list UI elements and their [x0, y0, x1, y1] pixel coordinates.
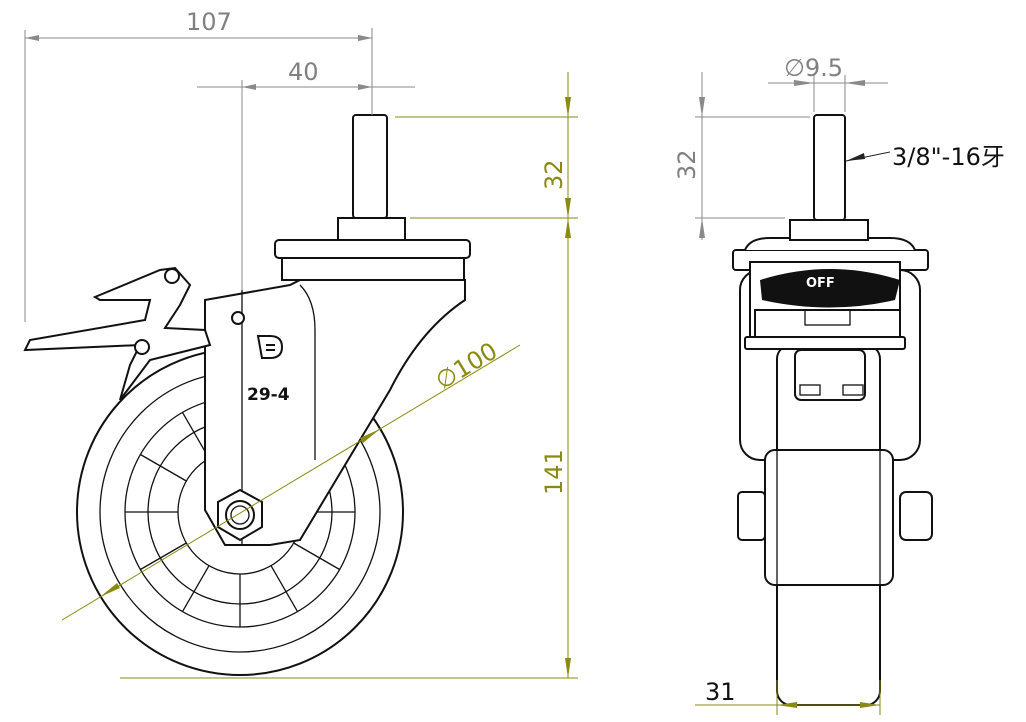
front-view: OFF [732, 114, 933, 706]
stem-nut [337, 217, 406, 241]
fork [204, 279, 466, 546]
dim-label-32-front: 32 [673, 149, 701, 180]
brake-off-label: OFF [806, 276, 835, 291]
dim-label-31: 31 [705, 678, 736, 706]
brake-lever [23, 266, 212, 401]
axle-nut-left [737, 491, 766, 541]
thread-spec-label: 3/8"-16牙 [892, 143, 1005, 171]
dim-label-141: 141 [540, 449, 568, 495]
wheel-spoke [140, 542, 187, 571]
stem [352, 114, 388, 219]
side-view: 29-4 [23, 114, 471, 676]
axle-bolt [217, 488, 263, 542]
front-stem [813, 114, 846, 221]
swivel-plate [274, 239, 471, 281]
dim-height: 141 [120, 449, 578, 679]
dim-front-stem-length: 32 [673, 72, 810, 240]
dim-label-107: 107 [186, 8, 232, 36]
wheel-spoke [181, 565, 210, 612]
axle-nut-right [899, 491, 933, 541]
dim-overall-width: 107 [24, 8, 373, 322]
wheel-spoke [140, 453, 187, 482]
dim-label-9-5: ∅9.5 [784, 54, 843, 82]
dim-stem-diameter: ∅9.5 [768, 54, 888, 112]
dim-stem-length: 32 [395, 72, 578, 678]
rivet [231, 311, 245, 325]
dim-offset: 40 [197, 58, 415, 290]
model-code: 29-4 [247, 385, 290, 405]
front-stem-nut [789, 219, 869, 241]
wheel-spoke [270, 565, 299, 612]
dim-label-40: 40 [288, 58, 319, 86]
dim-label-100: ∅100 [431, 337, 503, 395]
thread-callout: 3/8"-16牙 [845, 143, 1005, 171]
wheel-spoke [293, 542, 340, 571]
dim-wheel-width: 31 [695, 678, 881, 715]
logo-mark [256, 335, 284, 359]
dim-label-32: 32 [540, 159, 568, 190]
